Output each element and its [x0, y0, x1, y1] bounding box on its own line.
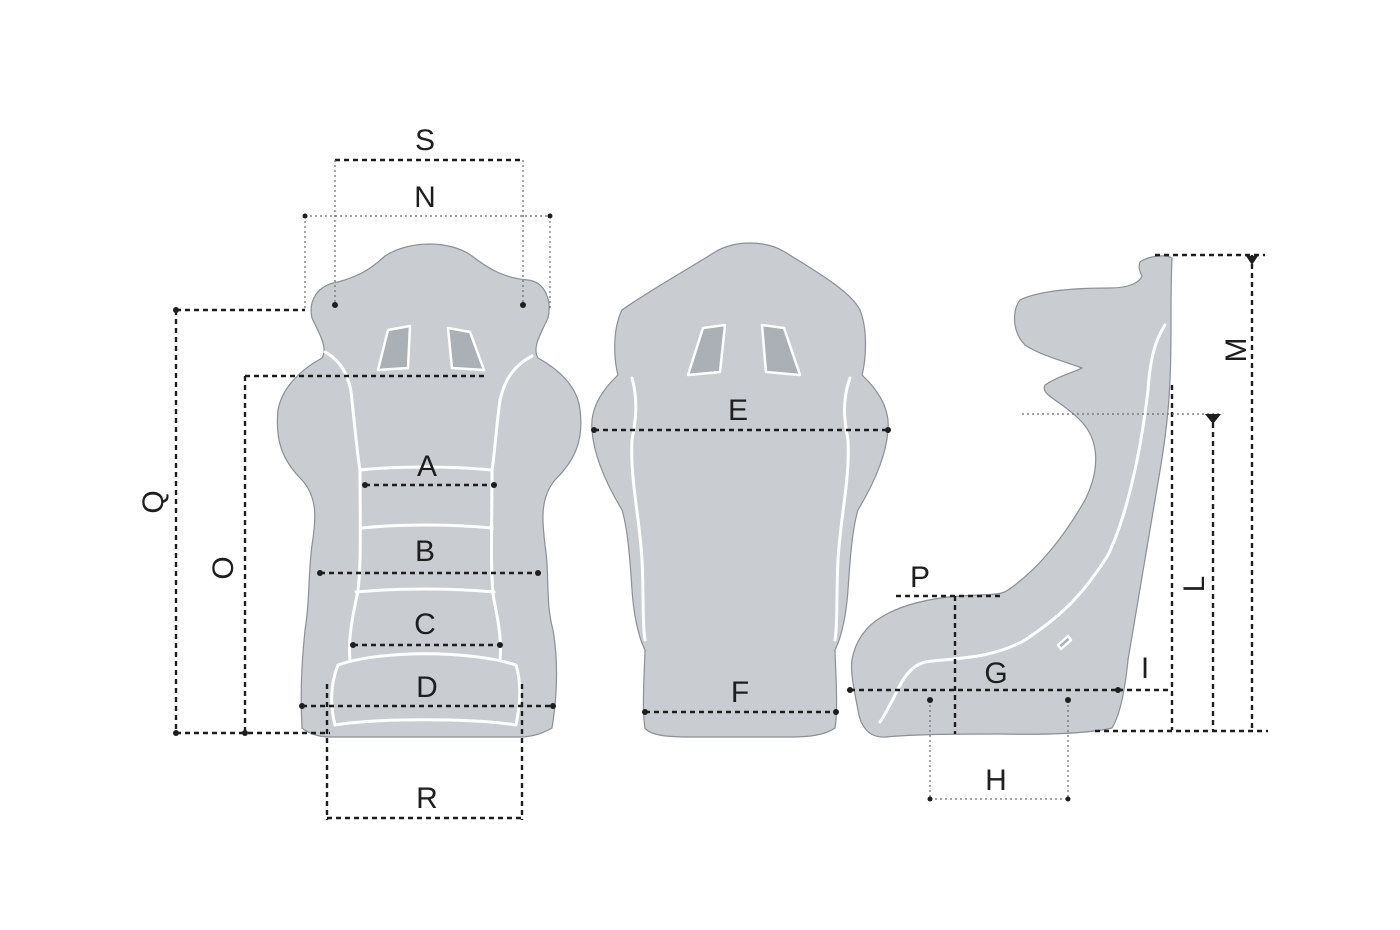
label-r: R	[416, 782, 438, 815]
label-o: O	[207, 556, 240, 579]
side-seat-shell	[850, 255, 1173, 738]
label-q: Q	[137, 490, 170, 513]
dim-e-dot-left	[591, 427, 597, 433]
dim-d-dot-right	[550, 703, 556, 709]
dim-d-dot-left	[299, 703, 305, 709]
dim-g-dot-left	[847, 687, 853, 693]
dim-h-dot-left	[927, 697, 933, 703]
dim-h-dot-bottom-left	[927, 796, 933, 802]
front-panel-line-c	[354, 587, 496, 594]
front-belt-slot-left	[376, 324, 412, 372]
dim-f-dot-right	[833, 709, 839, 715]
label-f: F	[731, 676, 749, 709]
back-right-bolster-line	[833, 376, 852, 642]
back-belt-slot-right	[760, 323, 802, 377]
dim-n-dot-right	[547, 213, 553, 219]
side-edge-line	[878, 323, 1167, 724]
dim-q-dot-bottom	[173, 730, 179, 736]
dim-h-dot-bottom-right	[1065, 796, 1071, 802]
back-seat-shell	[591, 242, 889, 738]
dimension-lines	[173, 158, 1268, 820]
dim-q-dot-top	[173, 307, 179, 313]
front-cushion-line	[330, 652, 522, 727]
label-i: I	[1141, 652, 1149, 685]
back-left-bolster-line	[630, 376, 647, 642]
label-e: E	[728, 394, 748, 427]
label-d: D	[416, 671, 438, 704]
dim-c-dot-left	[350, 642, 356, 648]
dim-s-dot-left	[332, 302, 338, 308]
side-vent-slot	[1056, 634, 1073, 651]
front-belt-slot-right	[446, 326, 486, 372]
dim-e-dot-right	[885, 427, 891, 433]
front-panel-line-b	[360, 523, 494, 530]
label-a: A	[417, 450, 437, 483]
label-g: G	[984, 657, 1007, 690]
dim-l-arrow	[1205, 414, 1221, 424]
label-l: L	[1178, 576, 1211, 593]
label-h: H	[985, 764, 1007, 797]
dim-b-dot-right	[535, 570, 541, 576]
front-seat-shell	[276, 243, 582, 738]
label-b: B	[415, 535, 435, 568]
dim-h-dot-right	[1065, 697, 1071, 703]
back-view	[591, 242, 889, 738]
dim-a-dot-right	[491, 482, 497, 488]
dim-n-dot-left	[302, 213, 308, 219]
dim-c-dot-right	[497, 642, 503, 648]
back-belt-slot-left	[686, 323, 727, 377]
label-s: S	[415, 124, 435, 157]
dim-o-dot-bottom	[242, 730, 248, 736]
label-p: P	[910, 561, 930, 594]
label-m: M	[1220, 338, 1253, 363]
dim-m-arrow	[1246, 256, 1258, 265]
dim-b-dot-left	[317, 570, 323, 576]
dim-s-dot-right	[520, 302, 526, 308]
dim-a-dot-left	[362, 482, 368, 488]
dimension-labels: S N A B C D R E F P G I H Q O L M	[137, 124, 1253, 815]
front-panel-line-a	[358, 465, 494, 472]
side-view	[850, 255, 1173, 738]
front-right-bolster-line	[490, 354, 534, 662]
front-left-bolster-line	[323, 350, 362, 662]
label-c: C	[414, 608, 436, 641]
front-view	[276, 243, 582, 738]
dim-f-dot-left	[642, 709, 648, 715]
label-n: N	[414, 181, 436, 214]
